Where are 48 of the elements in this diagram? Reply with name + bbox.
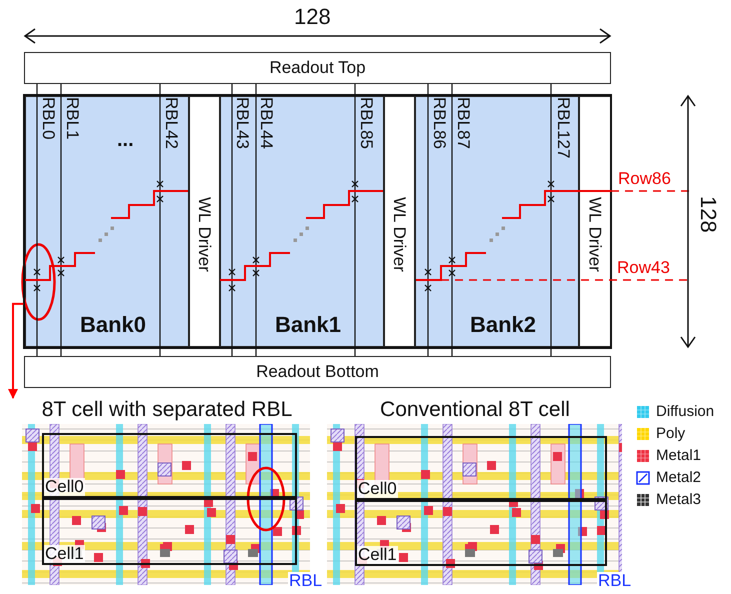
cell-outline: [355, 436, 607, 500]
panel-heading: Conventional 8T cell: [379, 398, 571, 422]
highlight-ellipse: [21, 243, 56, 321]
cell-outline: [42, 498, 297, 565]
box-label: Readout Top: [269, 58, 366, 78]
bitline-label: RBL1: [64, 97, 81, 140]
dimension-label: 128: [697, 196, 719, 233]
legend-label: Metal3: [656, 491, 702, 508]
bitline-label: RBL: [288, 572, 324, 589]
bank-panel: [415, 96, 579, 347]
bitline-label: RBL87: [455, 97, 472, 149]
legend-label: Diffusion: [656, 403, 714, 420]
bank-label: Bank2: [468, 312, 538, 338]
driver-box: [579, 96, 611, 347]
readout-box: [24, 356, 611, 388]
panel-heading: 8T cell with separated RBL: [40, 398, 294, 422]
cell-label: Cell1: [44, 545, 85, 563]
readout-box: [24, 52, 611, 84]
legend-label: Metal2: [656, 469, 702, 486]
driver-box: [384, 96, 415, 347]
cell-label: Cell1: [357, 546, 398, 564]
dimension-label: 128: [294, 6, 331, 28]
bitline-label: RBL86: [431, 97, 448, 149]
driver-label: WL Driver: [196, 197, 213, 272]
row-label: Row43: [617, 259, 670, 276]
cell-outline: [42, 433, 297, 498]
ellipsis-label: ...: [117, 130, 134, 150]
bank-label: Bank0: [78, 312, 148, 338]
cell-label: Cell0: [44, 478, 85, 496]
bitline-label: RBL0: [40, 97, 57, 140]
cell-outline: [355, 500, 607, 566]
cell-label: Cell0: [357, 480, 398, 498]
driver-label: WL Driver: [586, 197, 604, 272]
bitline-label: RBL43: [234, 97, 251, 149]
driver-label: WL Driver: [391, 197, 408, 272]
bitline-label: RBL127: [555, 97, 572, 158]
bitline-label: RBL44: [258, 97, 275, 149]
bank-panel: [220, 96, 384, 347]
driver-box: [189, 96, 220, 347]
bitline-label: RBL: [597, 572, 632, 589]
bitline-label: RBL85: [358, 97, 375, 149]
bank-label: Bank1: [274, 312, 342, 338]
legend-label: Poly: [656, 425, 686, 442]
bitline-label: RBL42: [163, 97, 180, 149]
box-label: Readout Bottom: [256, 362, 379, 382]
legend-label: Metal1: [656, 447, 702, 464]
row-label: Row86: [618, 170, 671, 187]
arrow: [8, 302, 24, 399]
